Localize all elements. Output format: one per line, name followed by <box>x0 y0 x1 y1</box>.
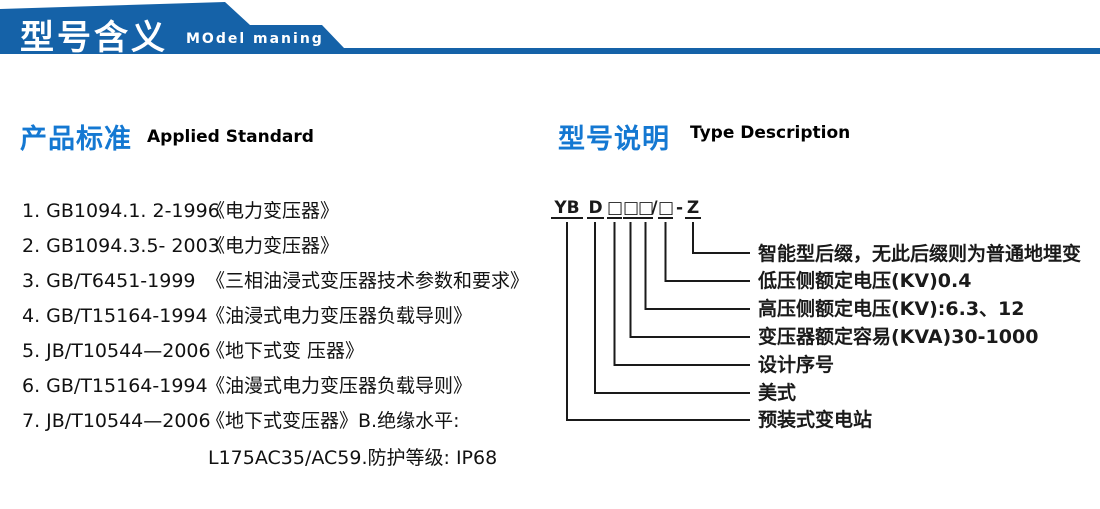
standard-item-7: 7. JB/T10544—2006 《地下式变压器》B.绝缘水平: <box>22 409 552 433</box>
code-part-d: D <box>587 198 604 219</box>
standard-item-4: 4. GB/T15164-1994 《油浸式电力变压器负载导则》 <box>22 304 552 328</box>
code-separator-slash: / <box>651 198 658 218</box>
right-section-subtitle: Type Description <box>690 123 851 143</box>
banner-ribbon <box>0 2 1100 54</box>
diagram-label-capacity: 变压器额定容易(KVA)30-1000 <box>758 326 1039 348</box>
code-part-box2: □ <box>623 198 640 219</box>
diagram-label-prefabricated-substation: 预装式变电站 <box>758 409 873 431</box>
standard-code: 5. JB/T10544—2006 <box>22 340 211 362</box>
diagram-label-design-serial: 设计序号 <box>758 354 835 376</box>
left-section-title: 产品标准 <box>20 124 132 155</box>
code-part-z: Z <box>685 198 701 219</box>
standard-title: 《油浸式电力变压器负载导则》 <box>206 305 473 327</box>
standard-code: 1. GB1094.1. 2-1996 <box>22 200 220 222</box>
code-separator-dash: - <box>675 198 684 218</box>
standard-title: 《电力变压器》 <box>206 235 340 257</box>
standard-code: 3. GB/T6451-1999 <box>22 270 196 292</box>
standard-title: 《电力变压器》 <box>206 200 340 222</box>
standard-title: 《地下式变压器》B.绝缘水平: <box>206 410 460 432</box>
diagram-label-suffix: 智能型后缀，无此后缀则为普通地埋变 <box>758 243 1082 265</box>
diagram-label-american-style: 美式 <box>758 382 797 404</box>
standard-code: 6. GB/T15164-1994 <box>22 375 208 397</box>
right-section-title: 型号说明 <box>558 124 670 155</box>
standard-item-6: 6. GB/T15164-1994 《油漫式电力变压器负载导则》 <box>22 374 552 398</box>
standard-title: 《油漫式电力变压器负载导则》 <box>206 375 473 397</box>
standard-title: 《地下式变 压器》 <box>206 340 365 362</box>
diagram-label-hv-voltage: 高压侧额定电压(KV):6.3、12 <box>758 298 1025 320</box>
standard-item-3: 3. GB/T6451-1999 《三相油浸式变压器技术参数和要求》 <box>22 269 552 293</box>
standard-code: 7. JB/T10544—2006 <box>22 410 211 432</box>
standard-code: 4. GB/T15164-1994 <box>22 305 208 327</box>
standard-item-2: 2. GB1094.3.5- 2003 《电力变压器》 <box>22 234 552 258</box>
standard-item-7-continuation: L175AC35/AC59.防护等级: IP68 <box>208 447 498 469</box>
standard-title: 《三相油浸式变压器技术参数和要求》 <box>206 270 530 292</box>
code-part-box1: □ <box>607 198 624 219</box>
diagram-label-lv-voltage: 低压侧额定电压(KV)0.4 <box>758 270 972 292</box>
standard-code: 2. GB1094.3.5- 2003 <box>22 235 220 257</box>
banner-title: 型号含义 <box>20 18 168 58</box>
left-section-subtitle: Applied Standard <box>147 127 314 147</box>
banner-subtitle: MOdel maning <box>186 31 324 47</box>
code-part-box3: □ <box>638 198 655 219</box>
standard-item-1: 1. GB1094.1. 2-1996 《电力变压器》 <box>22 199 552 223</box>
standard-item-5: 5. JB/T10544—2006 《地下式变 压器》 <box>22 339 552 363</box>
code-part-box4: □ <box>658 198 675 219</box>
code-part-yb: YB <box>551 199 583 219</box>
